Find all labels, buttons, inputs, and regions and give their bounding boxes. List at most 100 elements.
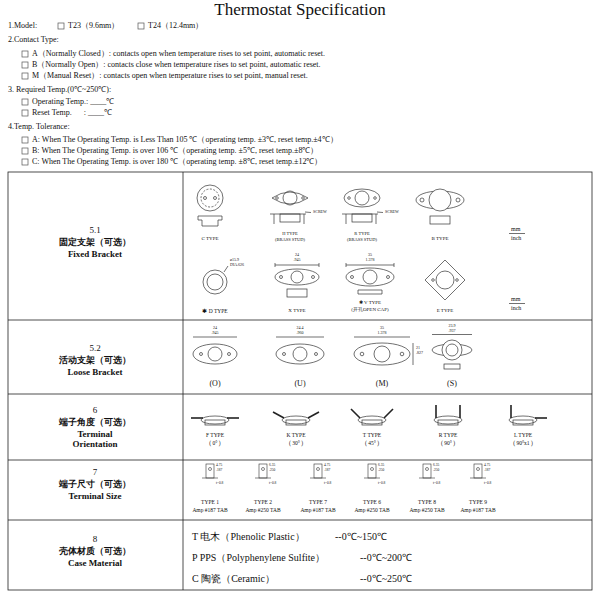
page-title: Thermostat Specification xyxy=(214,1,385,20)
type-label: mm xyxy=(511,226,520,233)
dimension-label: t=0.8 xyxy=(216,482,223,486)
row-heading: 壳体材质（可选） xyxy=(59,547,131,557)
dimension-label: R TYPE xyxy=(354,232,369,237)
dimension-label: t=0.8 xyxy=(324,482,331,486)
dimension-label: (BRASS STUD) xyxy=(347,238,377,243)
type-label: R TYPE xyxy=(439,432,458,438)
spec-text: 7 xyxy=(93,468,98,478)
type-label: Amp #187 TAB xyxy=(460,507,495,513)
type-label: E TYPE xyxy=(437,308,454,314)
dimension-label: DIA.626 xyxy=(230,263,244,267)
type-label: L TYPE xyxy=(514,432,532,438)
spec-text: --0℃~150℃ xyxy=(335,531,387,542)
dimension-label: .187 xyxy=(484,469,490,473)
dimension-label: 4.75 xyxy=(484,464,490,468)
dimension-label: ø15.9 xyxy=(230,258,239,262)
row-heading: 端子尺寸（可选） xyxy=(59,480,131,490)
type-label: Amp #187 TAB xyxy=(192,507,227,513)
row-heading: 活动支架（可选） xyxy=(59,356,131,366)
spec-text: 2.Contact Type: xyxy=(8,36,59,45)
dimension-label: .187 xyxy=(324,469,330,473)
type-label: Amp #250 TAB xyxy=(409,507,444,513)
spec-text: M（Manual Reset）: contacts open when temp… xyxy=(32,72,308,81)
dimension-label: t=0.8 xyxy=(484,482,491,486)
type-label: TYPE 7 xyxy=(309,499,327,505)
spec-text: 4.Temp. Tolerance: xyxy=(8,123,70,132)
type-label: K TYPE xyxy=(287,432,306,438)
spec-text: 5.1 xyxy=(89,226,100,236)
dimension-label: 6.35 xyxy=(269,464,275,468)
type-label: inch xyxy=(511,305,521,312)
type-label: ( 45° ) xyxy=(365,440,379,446)
dimension-label: 1.378 xyxy=(366,258,375,262)
type-label: ( 30° ) xyxy=(289,440,303,446)
type-label: ( 90° ) xyxy=(441,440,455,446)
dimension-label: .937 xyxy=(449,329,456,333)
dimension-label: 4.75 xyxy=(216,464,222,468)
spec-text: B（Normally Open）: contacts close when te… xyxy=(32,61,321,70)
dimension-label: SCREW xyxy=(385,210,399,214)
dimension-label: t=0.8 xyxy=(378,482,385,486)
spec-text: 1.Model: xyxy=(8,22,37,31)
dimension-label: t=0.8 xyxy=(269,482,276,486)
spec-text: T23（9.6mm） xyxy=(68,22,119,31)
spec-text: A（Normally Closed）: contacts open when t… xyxy=(32,50,325,59)
spec-text: (S) xyxy=(447,380,457,389)
type-label: inch xyxy=(511,235,521,242)
type-label: ✱ V TYPE xyxy=(359,300,381,306)
type-label: X TYPE xyxy=(288,308,305,314)
row-heading: Case Material xyxy=(68,559,122,569)
dimension-label: 23.9 xyxy=(449,324,456,328)
type-label: T TYPE xyxy=(363,432,381,438)
type-label: Amp #187 TAB xyxy=(300,507,335,513)
spec-text: T 电木（Phenolic Plastic） xyxy=(192,531,305,542)
spec-text: 8 xyxy=(93,535,98,545)
dimension-label: t=0.8 xyxy=(433,482,440,486)
dimension-label: 35 xyxy=(368,253,372,257)
spec-text: C 陶瓷（Ceramic） xyxy=(192,573,275,584)
dimension-label: 4.75 xyxy=(324,464,330,468)
dimension-label: .827 xyxy=(416,351,423,355)
dimension-label: 24.4 xyxy=(297,326,304,330)
spec-text: Reset Temp. : ____℃ xyxy=(32,109,112,118)
dimension-label: .250 xyxy=(269,469,275,473)
spec-text: C: When The Operating Temp. is over 180 … xyxy=(32,158,322,167)
spec-text: T24（12.4mm） xyxy=(148,22,203,31)
spec-text: B: When The Operating Temp. is over 106 … xyxy=(32,147,318,156)
spec-text: --0℃~200℃ xyxy=(360,552,412,563)
type-label: mm xyxy=(511,296,520,303)
dimension-label: 1.378 xyxy=(378,331,387,335)
dimension-label: H TYPE xyxy=(282,232,298,237)
row-heading: 端子角度（可选） xyxy=(59,418,131,428)
row-heading: Fixed Bracket xyxy=(68,250,122,260)
type-label: TYPE 8 xyxy=(418,499,436,505)
type-label: (开孔OPEN CAP) xyxy=(351,307,388,313)
spec-text: (O) xyxy=(209,380,220,389)
spec-text: 6 xyxy=(93,406,98,416)
spec-text: --0℃~250℃ xyxy=(360,573,412,584)
type-label: ✱ D TYPE xyxy=(202,308,227,314)
dimension-label: (BRASS STUD) xyxy=(275,238,305,243)
dimension-label: .945 xyxy=(212,331,219,335)
type-label: TYPE 6 xyxy=(363,499,381,505)
type-label: ( 90°x1 ) xyxy=(513,440,533,446)
type-label: TYPE 2 xyxy=(254,499,272,505)
dimension-label: .187 xyxy=(216,469,222,473)
dimension-label: 21 xyxy=(416,346,420,350)
dimension-label: 6.35 xyxy=(433,464,439,468)
spec-text: A: When The Operating Temp. is Less Than… xyxy=(32,136,338,145)
spec-text: 3. Required Temp.(0℃~250℃): xyxy=(8,86,111,95)
dimension-label: SCREW xyxy=(313,210,327,214)
dimension-label: .250 xyxy=(378,469,384,473)
type-label: TYPE 1 xyxy=(201,499,219,505)
spec-text: (M) xyxy=(376,380,388,389)
spec-text: Operating Temp.: ____℃ xyxy=(32,98,114,107)
type-label: C TYPE xyxy=(202,236,219,242)
spec-text: (U) xyxy=(294,380,305,389)
type-label: B TYPE xyxy=(432,236,449,242)
row-heading: Terminal Size xyxy=(69,492,122,502)
row-heading: Terminal Orientation xyxy=(55,430,135,450)
dimension-label: 24 xyxy=(295,253,299,257)
dimension-label: .250 xyxy=(433,469,439,473)
